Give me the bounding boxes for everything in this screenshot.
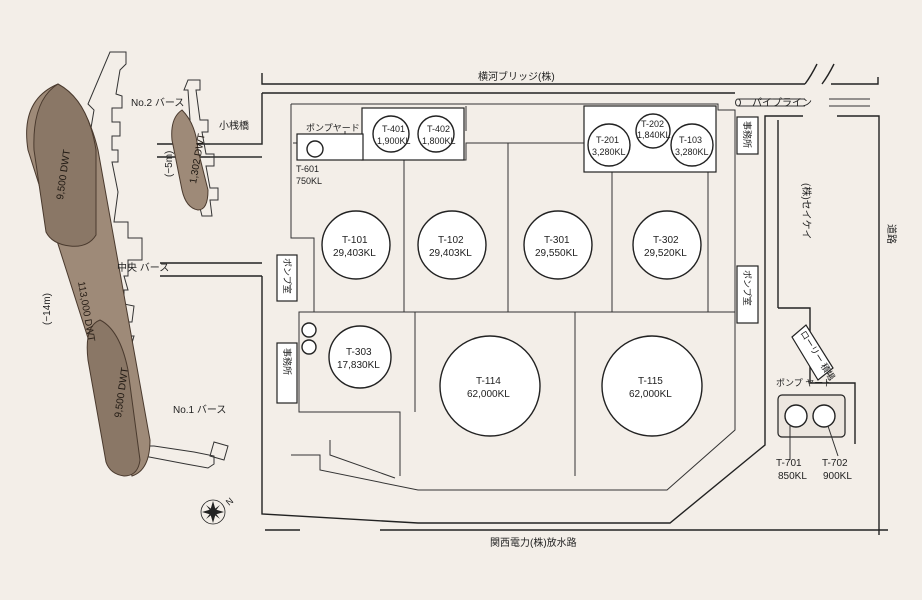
label-berth2: No.2 バース — [131, 97, 184, 109]
small-tank-b — [301, 339, 317, 355]
tank-id: T-401 — [382, 124, 405, 134]
tank-t402 — [417, 115, 455, 153]
pump-room-left-box — [276, 254, 298, 302]
label-seikei: (株)セイケイ — [800, 183, 813, 239]
tank-id: T-115 — [638, 376, 663, 387]
tank-id: T-301 — [544, 235, 570, 246]
tank-t302 — [632, 210, 702, 280]
label-pump-yard: ポンプヤード — [306, 123, 360, 133]
tank-t201 — [587, 123, 631, 167]
label-pump-room-left: ポンプ室 — [282, 258, 293, 294]
label-pipeline: パイプライン — [752, 97, 812, 109]
tank-id: T-601 — [296, 164, 319, 174]
tank-t702 — [812, 404, 836, 428]
tank-id: T-101 — [342, 235, 368, 246]
tank-cap: 3,280KL — [592, 147, 626, 157]
ship-9500dwt-bottom — [86, 319, 141, 477]
label-office-top: 事務所 — [742, 121, 753, 148]
tank-id: T-701 — [776, 458, 802, 469]
tank-cap: 62,000KL — [467, 389, 510, 400]
tank-id: T-201 — [596, 135, 619, 145]
tank-t202 — [635, 113, 671, 149]
tank-cap: 750KL — [296, 176, 322, 186]
ship-9500dwt-top — [33, 83, 97, 247]
tank-t303 — [328, 325, 392, 389]
lorry-loading-box — [791, 324, 834, 381]
tank-t103 — [670, 123, 714, 167]
label-large-depth: (−14m) — [42, 293, 53, 325]
tank-t114 — [439, 335, 541, 437]
tank-id: T-402 — [427, 124, 450, 134]
tank-labels: T-401 1,900KL T-402 1,800KL T-201 3,280K… — [296, 119, 852, 482]
tank-cap: 29,403KL — [429, 248, 472, 259]
tank-cap: 17,830KL — [337, 360, 380, 371]
tank-cap: 29,403KL — [333, 248, 376, 259]
small-tank-a — [301, 322, 317, 338]
tank-id: T-103 — [679, 135, 702, 145]
ships — [26, 83, 209, 477]
tank-cap: 900KL — [823, 471, 852, 482]
tank-cap: 29,520KL — [644, 248, 687, 259]
tank-t101 — [321, 210, 391, 280]
tank-cap: 62,000KL — [629, 389, 672, 400]
tank-cap: 850KL — [778, 471, 807, 482]
label-pump-room-right: ポンプ室 — [742, 270, 753, 306]
tank-cap: 3,280KL — [675, 147, 709, 157]
label-office-left: 事務所 — [282, 348, 293, 375]
tank-id: T-303 — [346, 347, 372, 358]
label-small-pier: 小桟橋 — [219, 119, 249, 132]
pump-room-right-box — [736, 265, 759, 324]
tank-id: T-702 — [822, 458, 848, 469]
tank-t401 — [372, 115, 410, 153]
label-pump-yard-right: ポンプ ヤード — [776, 378, 832, 388]
compass-icon — [200, 499, 226, 525]
tank-cap: 1,900KL — [377, 136, 411, 146]
tank-t115 — [601, 335, 703, 437]
tank-cap: 1,800KL — [422, 136, 456, 146]
tank-t601 — [306, 140, 324, 158]
label-kansai-channel: 関西電力(株)放水路 — [490, 536, 577, 549]
label-road: 道路 — [885, 224, 898, 244]
compass-label: N — [224, 496, 235, 508]
label-berth1: No.1 バース — [173, 404, 226, 416]
office-left-box — [276, 342, 298, 404]
tank-cap: 29,550KL — [535, 248, 578, 259]
tank-id: T-202 — [641, 119, 664, 129]
office-top-box — [736, 116, 759, 155]
tank-id: T-302 — [653, 235, 679, 246]
tank-cap: 1,840KL — [637, 130, 671, 140]
label-pier-depth: (−5m) — [164, 151, 175, 177]
label-berth-center: 中央 バース — [117, 261, 169, 274]
tank-t301 — [523, 210, 593, 280]
label-bridge-company: 横河ブリッジ(株) — [478, 70, 555, 83]
tank-id: T-114 — [476, 376, 501, 387]
ship-1302dwt — [171, 109, 209, 211]
tank-t102 — [417, 210, 487, 280]
tanks — [301, 113, 714, 437]
tank-id: T-102 — [438, 235, 464, 246]
tank-t701 — [784, 404, 808, 428]
